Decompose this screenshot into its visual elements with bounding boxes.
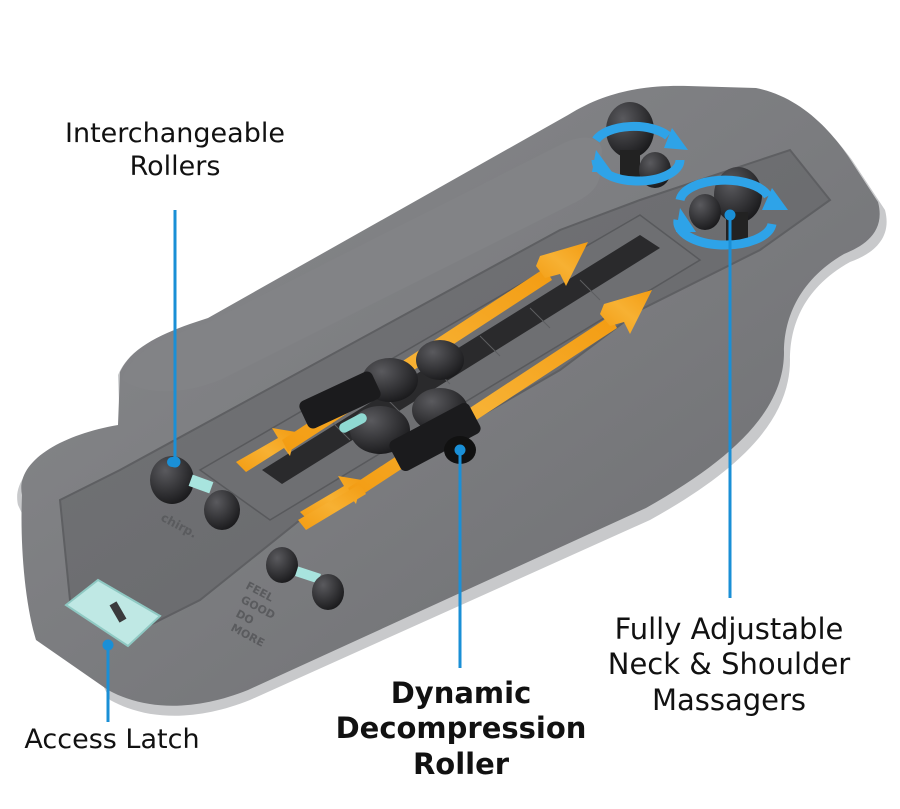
label-access-latch: Access Latch: [0, 724, 224, 757]
label-line: Fully Adjustable: [614, 612, 844, 646]
motion-arrow-lower-left: [298, 484, 366, 530]
callout-dot-rollers: [169, 456, 181, 468]
label-neck-shoulder-massagers: Fully Adjustable Neck & Shoulder Massage…: [590, 612, 868, 718]
interchangeable-rollers: [150, 456, 344, 610]
callout-dot-neck: [724, 209, 736, 221]
access-latch: [64, 578, 162, 648]
neck-massager-left: [591, 102, 688, 188]
label-dynamic-decompression-roller: Dynamic Decompression Roller: [330, 676, 592, 782]
label-line: Rollers: [129, 150, 221, 182]
label-line: Neck & Shoulder: [607, 647, 851, 682]
label-line: Access Latch: [24, 724, 200, 755]
decompression-roller-carriage: [299, 340, 481, 472]
label-interchangeable-rollers: Interchangeable Rollers: [30, 118, 320, 184]
callout-dot-latch: [102, 639, 114, 651]
shoulder-ridge: [122, 137, 602, 392]
label-line: Interchangeable: [65, 118, 285, 149]
label-line: Massagers: [651, 682, 807, 717]
slogan-imprint: FEEL GOOD DO MORE: [229, 579, 278, 650]
label-line: Roller: [412, 746, 510, 781]
callout-lines: [102, 209, 736, 722]
label-line: Dynamic: [390, 676, 532, 710]
label-line: Decompression: [335, 711, 587, 746]
callout-dot-dynamic: [454, 444, 466, 456]
